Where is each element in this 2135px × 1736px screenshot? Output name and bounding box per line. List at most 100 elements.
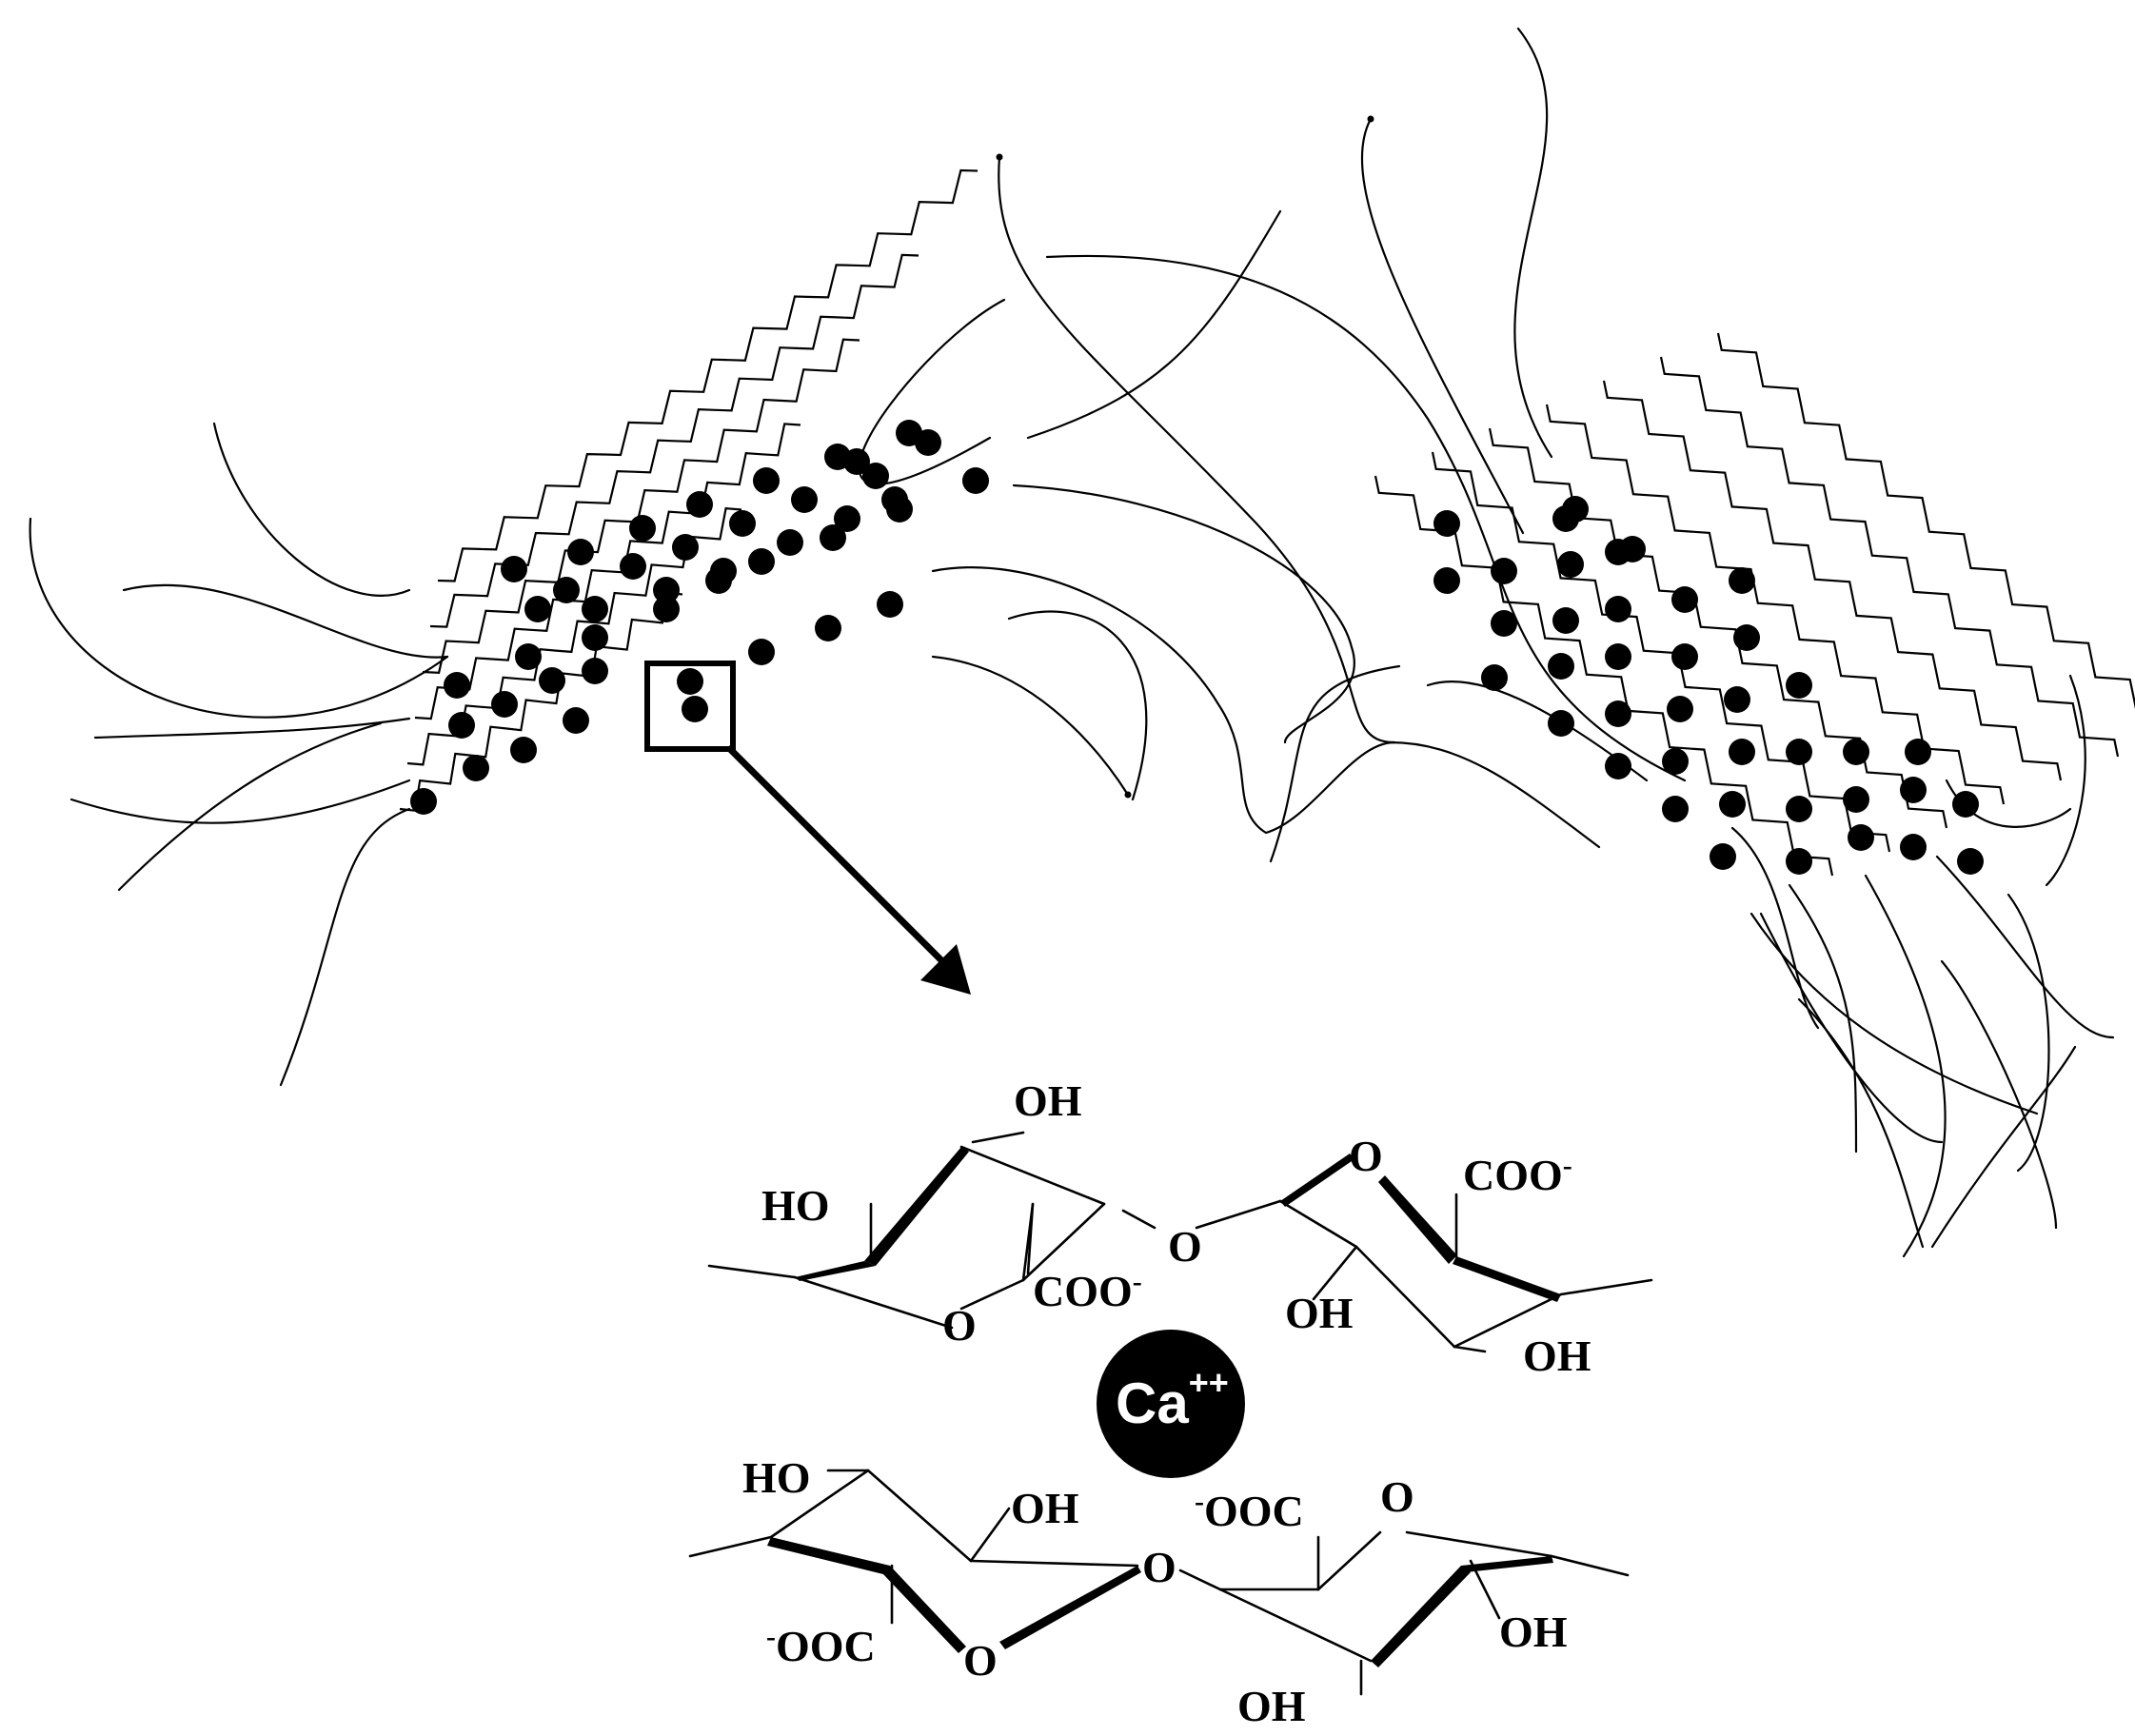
calcium-dot — [686, 491, 713, 518]
calcium-dot — [582, 624, 608, 651]
calcium-dot — [1557, 551, 1584, 578]
calcium-dot — [1843, 739, 1869, 765]
calcium-dot — [1900, 834, 1927, 860]
zigzag-chains — [399, 168, 2135, 877]
calcium-dot — [653, 596, 680, 622]
zigzag-chain — [1716, 332, 2135, 710]
label-oh-left: OH — [1011, 1484, 1079, 1532]
calcium-dot — [563, 707, 589, 734]
calcium-dot — [410, 788, 437, 815]
calcium-dot — [748, 548, 775, 575]
label-oh-top: OH — [1014, 1076, 1082, 1125]
calcium-dot — [753, 467, 780, 494]
strand — [931, 566, 1396, 835]
zigzag-chain — [437, 168, 979, 582]
calcium-dot — [1619, 536, 1646, 562]
strand — [1788, 883, 1858, 1154]
calcium-dot — [1605, 643, 1631, 670]
calcium-dot — [510, 737, 537, 763]
calcium-dot — [1562, 496, 1589, 523]
calcium-dot — [1724, 686, 1750, 713]
zoom-box — [644, 661, 736, 752]
calcium-dot — [1786, 739, 1812, 765]
zigzag-chain — [422, 338, 860, 674]
calcium-dot — [729, 510, 756, 537]
label-ring-o: O — [942, 1301, 977, 1350]
calcium-dot — [1552, 607, 1579, 634]
strand — [998, 155, 1396, 744]
calcium-ion — [1097, 1330, 1245, 1478]
calcium-dot — [653, 577, 680, 603]
calcium-dot — [524, 596, 551, 622]
calcium-dot — [682, 696, 708, 722]
strand — [279, 807, 411, 1087]
calcium-dot — [862, 463, 889, 489]
calcium-dot — [1733, 624, 1760, 651]
calcium-dot — [1848, 824, 1874, 851]
calcium-dot — [748, 639, 775, 665]
strand — [1864, 874, 1947, 1258]
label-carboxylate: COO- — [1033, 1266, 1142, 1315]
calcium-dot — [582, 596, 608, 622]
calcium-dot — [1662, 748, 1689, 775]
label-glycosidic-o: O — [1142, 1543, 1176, 1591]
label-ho-left: HO — [761, 1181, 830, 1230]
strand — [2045, 674, 2086, 887]
calcium-dot — [820, 524, 846, 551]
calcium-dot — [1667, 696, 1693, 722]
strand — [122, 583, 449, 659]
zigzag-chain — [1602, 380, 2063, 781]
calcium-dot — [629, 515, 656, 542]
calcium-dot — [791, 486, 818, 513]
lower-chain-bold-bonds — [767, 1537, 1553, 1667]
calcium-dot — [672, 534, 699, 561]
calcium-dot — [1605, 753, 1631, 779]
calcium-dot — [962, 467, 989, 494]
strand — [212, 422, 411, 597]
strand — [93, 717, 411, 740]
strand — [931, 655, 1130, 797]
calcium-dot — [539, 667, 565, 694]
calcium-dot — [1433, 567, 1460, 594]
calcium-dot — [515, 643, 542, 670]
calcium-dot — [677, 668, 703, 695]
calcium-dot — [777, 529, 803, 556]
calcium-dot — [1843, 786, 1869, 813]
calcium-dot — [1900, 777, 1927, 803]
calcium-dot — [1719, 791, 1746, 818]
label-ring-o: O — [1349, 1132, 1383, 1180]
strand — [2007, 893, 2050, 1173]
strand — [1269, 664, 1401, 863]
calcium-dot — [1957, 848, 1984, 875]
calcium-dot — [1491, 610, 1517, 637]
strand — [1940, 959, 2058, 1230]
calcium-dot — [1481, 664, 1508, 691]
calcium-dot — [620, 553, 646, 580]
lower-chain-structure — [688, 1469, 1630, 1696]
calcium-dot — [834, 505, 860, 532]
calcium-dot — [501, 556, 527, 582]
calcium-dot — [1729, 567, 1755, 594]
strand — [1797, 997, 1925, 1249]
strand — [1045, 254, 1687, 782]
calcium-dot — [915, 429, 941, 456]
strand — [69, 779, 411, 824]
calcium-dot — [1786, 796, 1812, 822]
zigzag-chain — [414, 423, 801, 720]
strand — [29, 517, 449, 719]
calcium-dot — [1662, 796, 1689, 822]
label-oh-bottom: OH — [1237, 1682, 1306, 1730]
calcium-dot — [1548, 710, 1574, 737]
strand — [1012, 483, 1355, 744]
zigzag-chain — [1488, 427, 1948, 829]
zoom-arrow-head — [920, 944, 971, 995]
calcium-dot — [582, 658, 608, 684]
label-oh-right: OH — [1523, 1332, 1591, 1380]
label-glycosidic-o: O — [1168, 1222, 1202, 1271]
strand — [1007, 610, 1148, 801]
calcium-dot — [553, 577, 580, 603]
label-ring-o: O — [1380, 1472, 1414, 1521]
calcium-dot — [491, 691, 518, 718]
label-carboxylate: -OOC — [766, 1621, 876, 1670]
